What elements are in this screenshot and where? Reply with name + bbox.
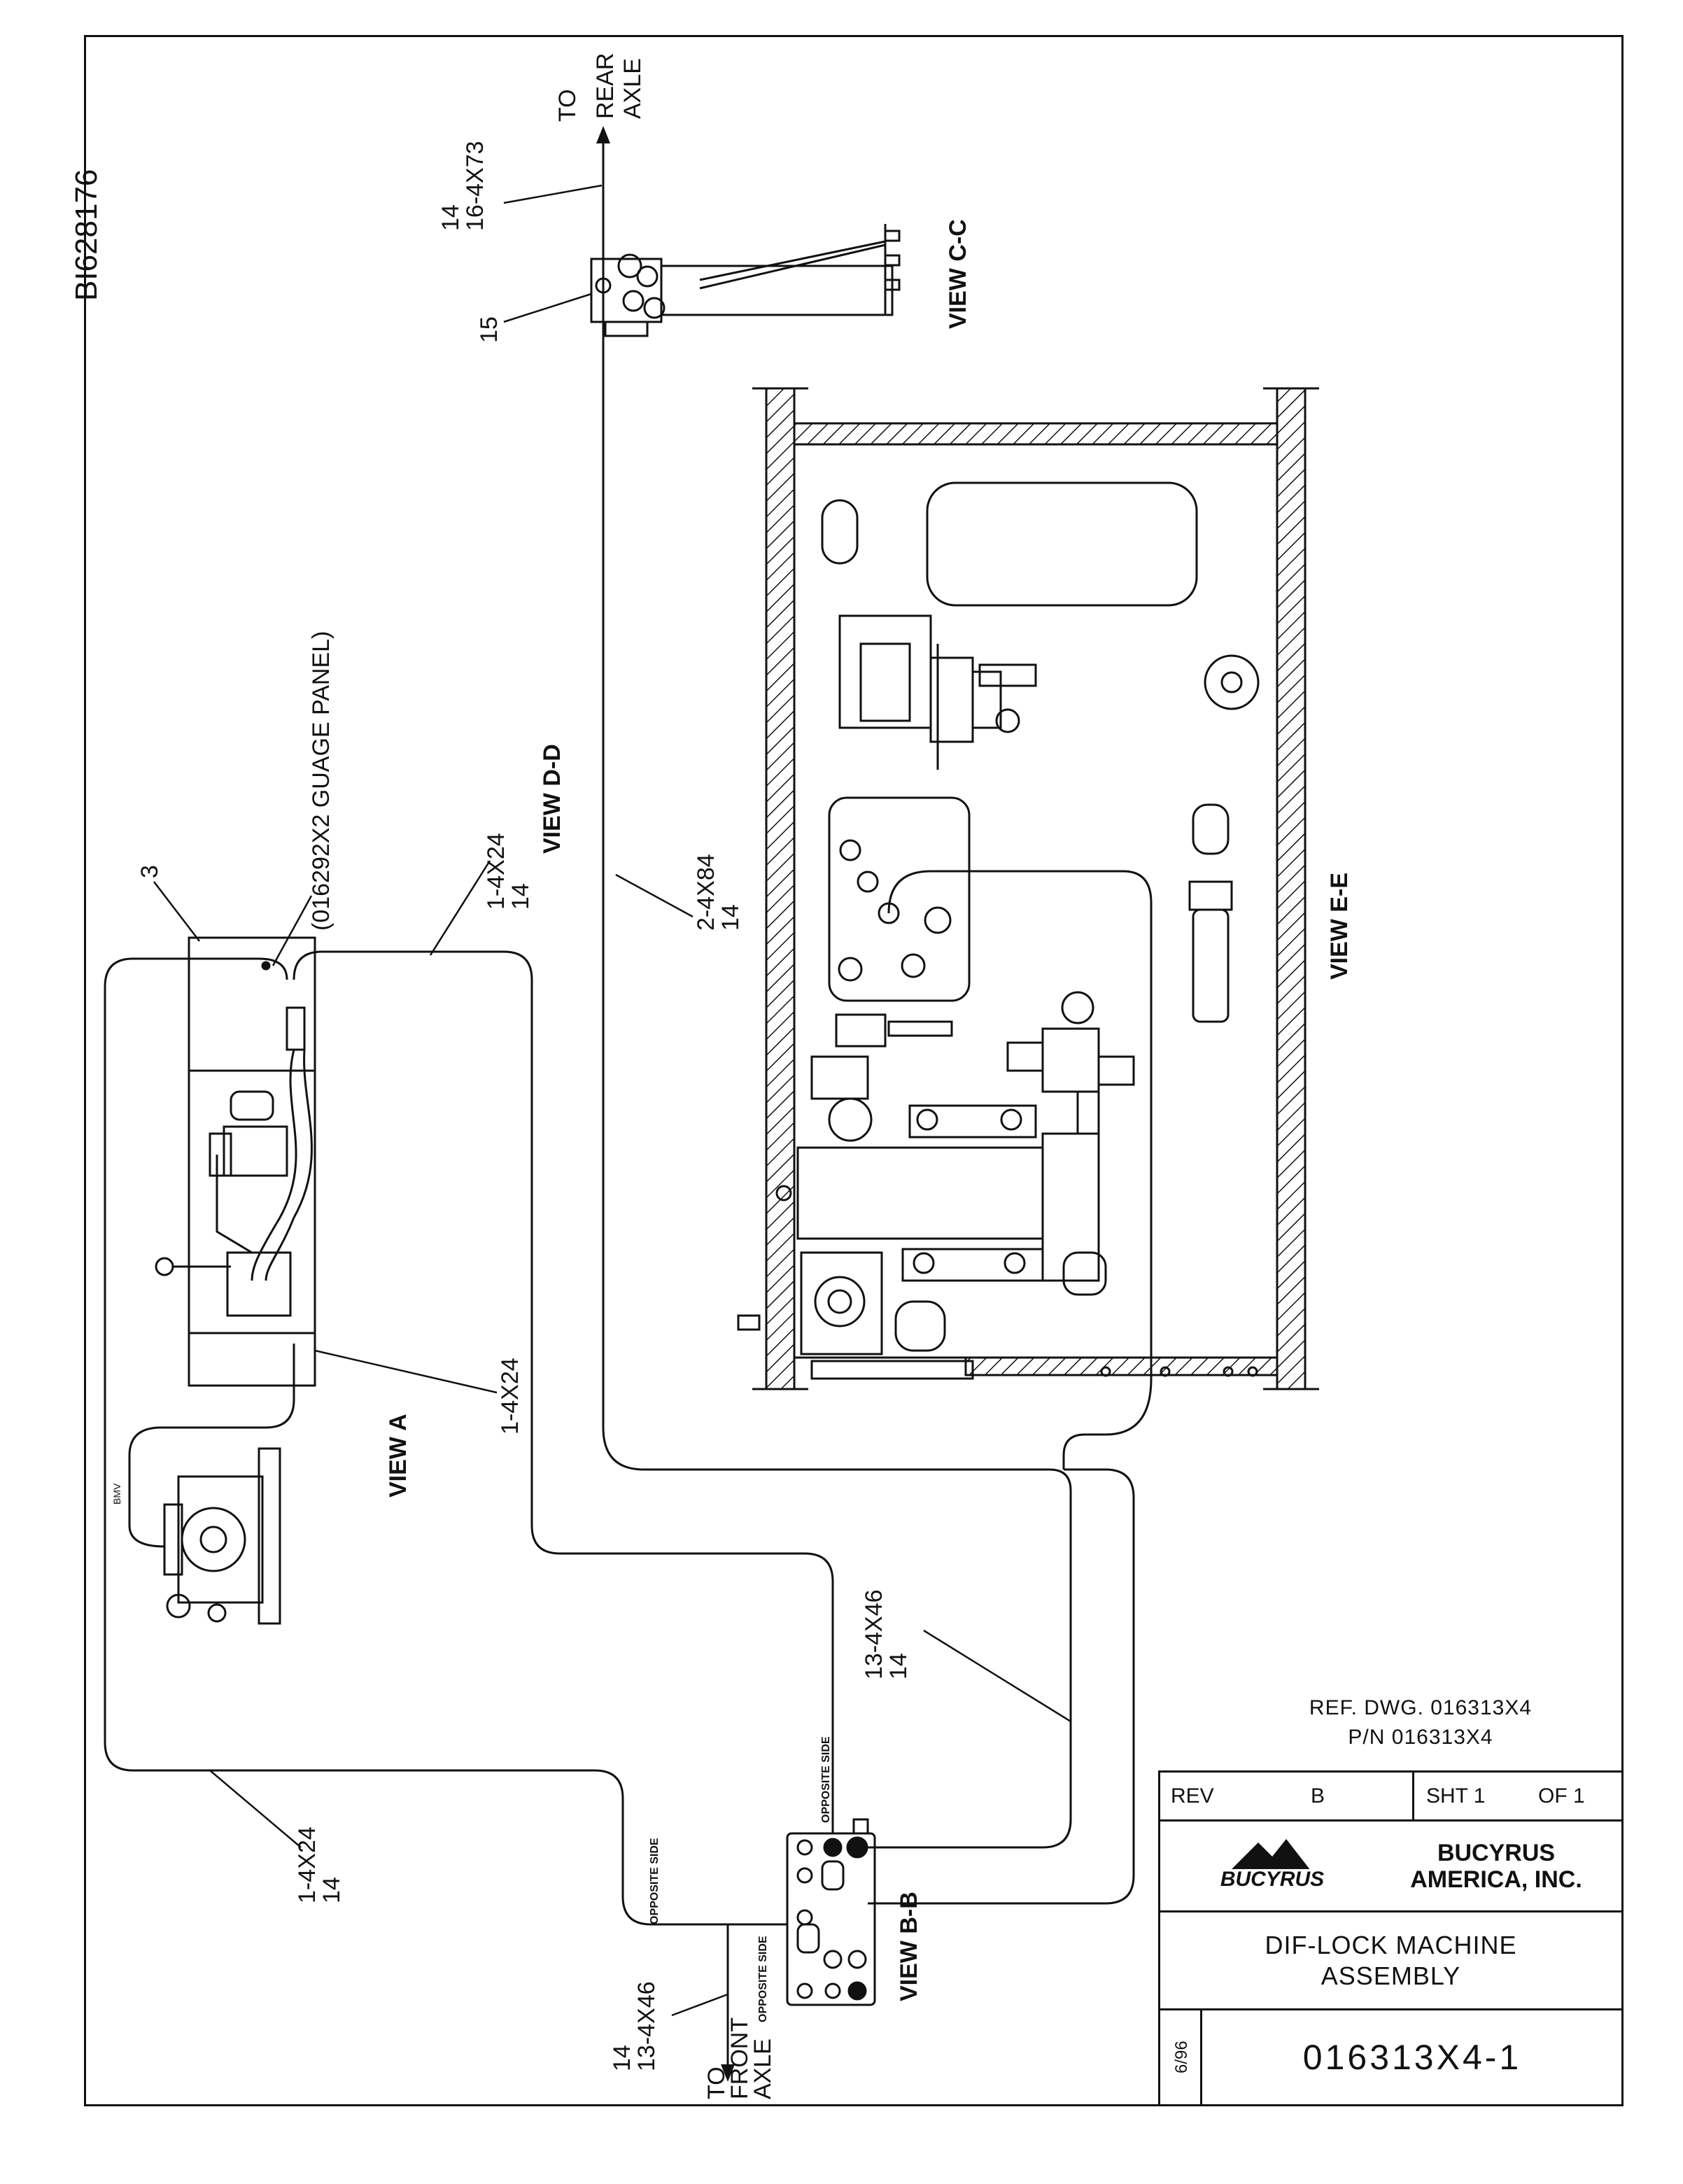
hose-routing xyxy=(104,133,1135,2071)
view-a-gauge-panel xyxy=(155,936,316,1387)
label-bmv: BMV xyxy=(111,1483,122,1505)
leader-lines xyxy=(153,184,1071,2017)
label-callout-15: 15 xyxy=(476,316,502,343)
title-block-number-row: 6/96 016313X4-1 xyxy=(1160,2010,1621,2104)
drawing-border xyxy=(84,35,1624,2106)
sheet-of: OF 1 xyxy=(1538,1784,1585,1808)
label-guage-panel: (016292X2 GUAGE PANEL) xyxy=(308,631,335,931)
bmv-valve-assembly xyxy=(163,1447,281,1625)
label-hose-2-84-a: 2-4X84 xyxy=(693,854,719,931)
stamp-id: BI628176 xyxy=(69,169,104,301)
label-view-b-b: VIEW B-B xyxy=(896,1891,922,2001)
view-b-b-block xyxy=(786,1818,876,2006)
label-view-d-d: VIEW D-D xyxy=(539,744,565,854)
label-to-rear-3: AXLE xyxy=(619,58,646,119)
label-to-rear-2: REAR xyxy=(592,53,619,119)
label-to-rear-1: TO xyxy=(554,89,581,122)
label-hose-13-46-l-a: 14 xyxy=(609,2045,635,2071)
part-number-text: P/N 016313X4 xyxy=(1348,1726,1493,1749)
label-opposite-side-3: OPPOSITE SIDE xyxy=(757,1936,769,2022)
label-hose-1-24-bot-b: 14 xyxy=(318,1877,345,1903)
sheet-label: SHT 1 xyxy=(1426,1784,1486,1808)
drawing-title: DIF-LOCK MACHINE ASSEMBLY xyxy=(1160,1912,1621,2008)
label-view-e-e: VIEW E-E xyxy=(1326,873,1353,980)
date-cell: 6/96 xyxy=(1160,2010,1202,2104)
rev-divider xyxy=(1412,1773,1414,1819)
label-hose-13-46-l-b: 13-4X46 xyxy=(633,1981,660,2071)
arrows xyxy=(596,126,735,2082)
view-c-c-bracket xyxy=(590,224,901,337)
label-hose-14-16-b: 16-4X73 xyxy=(462,141,488,231)
title-block: REV B SHT 1 OF 1 BUCYRUS BUCYRUS AMERICA… xyxy=(1158,1770,1624,2106)
label-hose-1-24-top-b: 14 xyxy=(507,883,534,910)
diagram-labels: TO REAR AXLE 14 16-4X73 15 VIEW C-C (016… xyxy=(111,53,1353,2099)
label-hose-13-46-r-b: 14 xyxy=(885,1653,912,1679)
label-hose-14-16-a: 14 xyxy=(437,204,464,231)
label-hose-1-24-bot-a: 1-4X24 xyxy=(294,1826,321,1903)
label-view-c-c-text: VIEW C-C xyxy=(945,219,971,329)
reference-drawing: REF. DWG. 016313X4 P/N 016313X4 xyxy=(1274,1693,1568,1752)
rev-label: REV xyxy=(1171,1784,1214,1808)
label-to-front-1: TO xyxy=(703,2066,730,2099)
company-line-2: AMERICA, INC. xyxy=(1410,1866,1582,1893)
label-hose-2-84-b: 14 xyxy=(717,904,744,931)
title-block-rev-row: REV B SHT 1 OF 1 xyxy=(1160,1773,1621,1822)
label-hose-13-46-r-a: 13-4X46 xyxy=(861,1589,887,1679)
drawing-date: 6/96 xyxy=(1172,2041,1191,2073)
label-hose-1-24-top-a: 1-4X24 xyxy=(483,833,509,910)
drawing-number: 016313X4-1 xyxy=(1302,2038,1522,2077)
ref-dwg-text: REF. DWG. 016313X4 xyxy=(1309,1696,1533,1719)
label-callout-3: 3 xyxy=(136,865,163,878)
logo-wordmark: BUCYRUS xyxy=(1220,1868,1324,1891)
label-view-a: VIEW A xyxy=(385,1414,411,1498)
label-to-front-2: FRONT xyxy=(726,2017,753,2099)
company-line-1: BUCYRUS xyxy=(1437,1839,1556,1866)
bucyrus-logo: BUCYRUS xyxy=(1188,1836,1349,1898)
label-opposite-side-2: OPPOSITE SIDE xyxy=(820,1736,832,1823)
company-name: BUCYRUS AMERICA, INC. xyxy=(1370,1822,1622,1910)
view-e-e-assembly xyxy=(737,387,1319,1436)
label-hose-1-24-mid: 1-4X24 xyxy=(497,1358,523,1435)
title-block-title-row: DIF-LOCK MACHINE ASSEMBLY xyxy=(1160,1912,1621,2010)
rev-value: B xyxy=(1311,1784,1325,1808)
drawing-title-line-2: ASSEMBLY xyxy=(1321,1961,1461,1990)
title-block-company-row: BUCYRUS BUCYRUS AMERICA, INC. xyxy=(1160,1822,1621,1912)
label-opposite-side-1: OPPOSITE SIDE xyxy=(649,1838,661,1924)
drawing-title-line-1: DIF-LOCK MACHINE xyxy=(1265,1930,1517,1959)
label-to-front-3: AXLE xyxy=(749,2038,776,2099)
